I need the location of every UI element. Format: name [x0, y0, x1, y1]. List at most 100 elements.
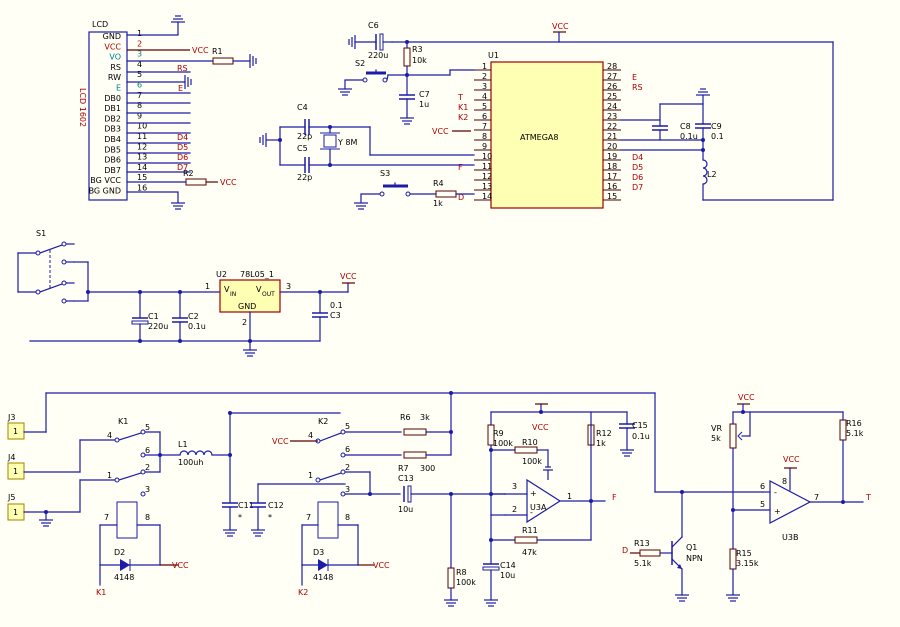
c4-value: 22p [297, 132, 312, 141]
mcu-right-pin: 19 [607, 152, 617, 161]
mcu-right-pin: 28 [607, 62, 617, 71]
lcd-pin-name: BG VCC [90, 176, 121, 185]
l2-label: L2 [707, 170, 717, 179]
c1-value: 220u [148, 322, 168, 331]
lcd-net-vcc: VCC [192, 46, 209, 55]
mcu-left-pin: 11 [482, 162, 492, 171]
lcd-net-d4: D4 [177, 133, 188, 142]
u3b-label: U3B [782, 533, 798, 542]
q1-value: NPN [686, 554, 703, 563]
k1-label: K1 [118, 417, 128, 426]
u2-vcc: VCC [340, 272, 357, 281]
mcu-net-f: F [458, 163, 463, 172]
lcd-pin-number: 1 [137, 29, 142, 38]
mcu-left-pin: 9 [482, 142, 487, 151]
c13-value: 10u [398, 505, 413, 514]
k1-coil-pin8: 8 [145, 513, 150, 522]
mcu-net-d5: D5 [632, 163, 643, 172]
mcu-net-d: D [458, 193, 464, 202]
c12-mark: * [268, 513, 272, 522]
r10-label: R10 [522, 438, 538, 447]
r10-value: 100k [522, 457, 542, 466]
mcu-right-pin: 21 [607, 132, 617, 141]
c6-value: 220u [368, 51, 388, 60]
lcd-vertical-label: LCD 1602 [78, 88, 87, 127]
mcu-right-pin: 24 [607, 102, 617, 111]
u3b-pin5: 5 [760, 500, 765, 509]
j5-label: J5 [7, 493, 15, 502]
r16-value: 5.1k [846, 429, 864, 438]
l1-label: L1 [178, 440, 188, 449]
c9-value: 0.1 [711, 132, 724, 141]
c7-label: C7 [419, 90, 430, 99]
lcd-net-d7: D7 [177, 163, 188, 172]
k2-net: K2 [298, 588, 308, 597]
vr-label: VR [711, 424, 722, 433]
c11-mark: * [238, 513, 242, 522]
k1-pin2: 2 [145, 463, 150, 472]
mcu-right-pin: 17 [607, 172, 617, 181]
lcd-pin-number: 7 [137, 91, 142, 100]
u3b-net-t: T [865, 493, 871, 502]
lcd-pin-name: DB6 [104, 156, 121, 165]
c8-label: C8 [680, 122, 691, 131]
u3a-vcc: VCC [532, 423, 549, 432]
lcd-pin-number: 14 [137, 163, 147, 172]
k2-pin1: 1 [308, 471, 313, 480]
r2-label: R2 [183, 169, 194, 178]
q1-label: Q1 [686, 543, 697, 552]
mcu-net-k1: K1 [458, 103, 468, 112]
k2-pin6: 6 [345, 445, 350, 454]
u3a-minus: - [530, 508, 533, 517]
lcd-net-vcc2: VCC [220, 178, 237, 187]
lcd-pin-number: 12 [137, 142, 147, 151]
mcu-right-pin: 20 [607, 142, 617, 151]
r16-label: R16 [846, 419, 862, 428]
mcu-right-pin: 27 [607, 72, 617, 81]
u3a-pin3: 3 [512, 482, 517, 491]
r12-value: 1k [596, 439, 606, 448]
mcu-left-pin: 1 [482, 62, 487, 71]
crystal-label: Y 8M [337, 138, 358, 147]
k2-pin2: 2 [345, 463, 350, 472]
k1-pin1: 1 [107, 471, 112, 480]
k2-vcc: VCC [272, 437, 289, 446]
mcu-net-d7: D7 [632, 183, 643, 192]
k1-pin4: 4 [107, 431, 112, 440]
lcd-pin-number: 16 [137, 184, 147, 193]
j4-label: J4 [7, 453, 15, 462]
mcu-left-pin: 10 [482, 152, 492, 161]
lcd-pin-number: 3 [137, 50, 142, 59]
lcd-pin-number: 5 [137, 70, 142, 79]
u2-label: U2 [216, 270, 227, 279]
mcu-left-pin: 5 [482, 102, 487, 111]
vr-value: 5k [711, 434, 721, 443]
u3b-minus: - [774, 488, 777, 497]
lcd-pin-name: BG GND [89, 187, 121, 196]
lcd-pin-name: DB7 [104, 166, 121, 175]
c5-label: C5 [297, 144, 308, 153]
r11-label: R11 [522, 526, 538, 535]
k1-coil-pin7: 7 [104, 513, 109, 522]
u3a-label: U3A [530, 503, 547, 512]
r15-value: 3.15k [736, 559, 759, 568]
mcu-net-e: E [632, 73, 637, 82]
j3-pin: 1 [13, 427, 18, 436]
u3b-pin7: 7 [814, 493, 819, 502]
mcu-chip: U1 ATMEGA8 12345678910111213142827262524… [474, 51, 621, 209]
u3b-pin8: 8 [782, 477, 787, 486]
lcd-pin-name: DB5 [104, 145, 121, 154]
mcu-net-k2: K2 [458, 113, 468, 122]
u2-pin2: 2 [242, 318, 247, 327]
lcd-pin-name: GND [103, 32, 121, 41]
d2-vcc: VCC [172, 561, 189, 570]
mcu-left-pin: 3 [482, 82, 487, 91]
k2-coil-pin7: 7 [306, 513, 311, 522]
mcu-right-pin: 25 [607, 92, 617, 101]
lcd-pin-name: DB2 [104, 114, 121, 123]
r13-label: R13 [634, 539, 650, 548]
r3-label: R3 [412, 45, 423, 54]
lcd-net-d5: D5 [177, 143, 188, 152]
c14-value: 10u [500, 571, 515, 580]
